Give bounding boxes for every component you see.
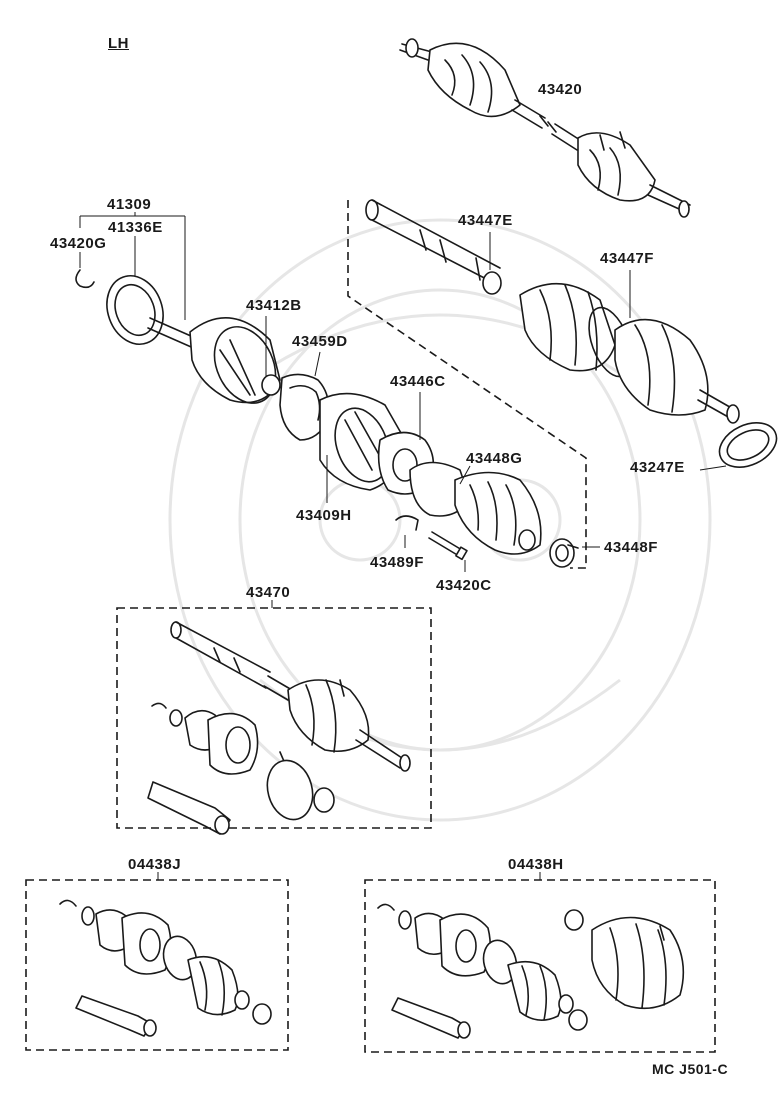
- part-label-04438J: 04438J: [128, 856, 182, 873]
- kit-04438J-parts: [59, 899, 272, 1037]
- part-label-43448F: 43448F: [604, 539, 658, 556]
- part-label-43470: 43470: [246, 584, 291, 601]
- part-label-43420C: 43420C: [436, 577, 492, 594]
- part-label-43420G: 43420G: [50, 235, 107, 252]
- outboard-joint-group: [75, 212, 330, 441]
- part-label-43489F: 43489F: [370, 554, 424, 571]
- inboard-joint-group: [319, 392, 600, 572]
- kit-43470-parts: [147, 621, 411, 835]
- part-label-41309: 41309: [107, 196, 152, 213]
- kit-43470-frame: [116, 607, 432, 829]
- shaft-with-boots: [365, 199, 778, 471]
- drawing-code: MC J501-C: [652, 1061, 729, 1077]
- drive-shaft-assembly-43420: [399, 38, 691, 218]
- kit-04438J-frame: [25, 879, 289, 1051]
- part-label-43459D: 43459D: [292, 333, 348, 350]
- part-label-43412B: 43412B: [246, 297, 302, 314]
- part-label-41336E: 41336E: [108, 219, 163, 236]
- part-label-43409H: 43409H: [296, 507, 352, 524]
- part-label-04438H: 04438H: [508, 856, 564, 873]
- part-label-43447F: 43447F: [600, 250, 654, 267]
- side-marker-label: LH: [108, 35, 129, 52]
- assembly-outline: [347, 200, 587, 569]
- part-label-43447E: 43447E: [458, 212, 513, 229]
- part-label-43448G: 43448G: [466, 450, 523, 467]
- part-label-43420: 43420: [538, 81, 583, 98]
- kit-04438H-parts: [377, 903, 685, 1039]
- part-label-43446C: 43446C: [390, 373, 446, 390]
- part-label-43247E: 43247E: [630, 459, 685, 476]
